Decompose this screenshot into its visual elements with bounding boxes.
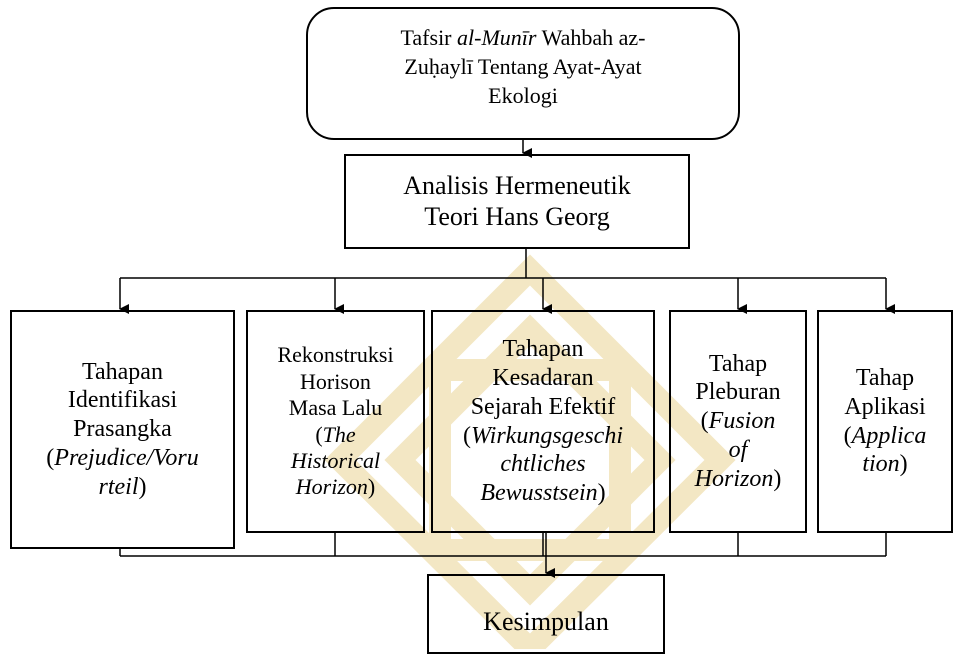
- stage-3-line: Kesadaran: [492, 364, 594, 391]
- stage-4-line: Pleburan: [695, 379, 781, 406]
- stage-1-line: Tahapan: [82, 358, 163, 385]
- stage-4-paren: (: [700, 408, 709, 435]
- stage-2-italic: The: [322, 421, 356, 447]
- source-line-1c: Wahbah az-: [536, 25, 646, 50]
- stage-1-italic: Prejudice/Voru: [54, 444, 199, 471]
- stage-3-line: Sejarah Efektif: [470, 393, 616, 420]
- stage-4-italic: Fusion: [708, 408, 776, 435]
- stage-5-line: Aplikasi: [844, 393, 926, 420]
- stage-5-line: Tahap: [855, 364, 915, 391]
- conclusion-label: Kesimpulan: [483, 607, 609, 636]
- stage-box-effective-history: Tahapan Kesadaran Sejarah Efektif (Wirku…: [431, 310, 655, 533]
- stage-1-line: Identifikasi: [67, 387, 178, 414]
- stage-1-line: Prasangka: [73, 416, 172, 443]
- stage-5-paren: (: [843, 422, 852, 449]
- analysis-line-1: Analisis Hermeneutik: [403, 171, 631, 200]
- source-line-2: Zuḥaylī Tentang Ayat-Ayat: [404, 54, 642, 80]
- stage-2-italic: Horizon: [295, 474, 368, 500]
- stage-4-italic: Horizon: [694, 465, 774, 492]
- stage-4-italic: of: [728, 436, 748, 463]
- stage-2-paren: ): [367, 474, 376, 500]
- stage-1-paren: (: [46, 444, 55, 471]
- stage-3-paren: ): [597, 480, 606, 507]
- stage-box-historical-horizon: Rekonstruksi Horison Masa Lalu (The Hist…: [246, 310, 425, 533]
- stage-5-paren: ): [899, 451, 908, 478]
- stage-3-italic: Wirkungsgeschi: [471, 422, 623, 449]
- stage-box-application: Tahap Aplikasi (Applica tion): [817, 310, 953, 533]
- stage-3-paren: (: [463, 422, 471, 449]
- source-box: Tafsir al-Munīr Wahbah az- Zuḥaylī Tenta…: [306, 7, 740, 140]
- analysis-box: Analisis Hermeneutik Teori Hans Georg: [344, 154, 690, 249]
- watermark-logo: [324, 254, 736, 649]
- stage-1-italic: rteil: [98, 473, 139, 500]
- stage-box-prejudice: Tahapan Identifikasi Prasangka (Prejudic…: [10, 310, 235, 549]
- conclusion-box: Kesimpulan: [427, 574, 665, 654]
- stage-box-fusion-of-horizon: Tahap Pleburan (Fusion of Horizon): [669, 310, 807, 533]
- stage-2-paren: (: [315, 421, 323, 447]
- source-line-3: Ekologi: [488, 83, 558, 109]
- stage-2-italic: Historical: [290, 447, 381, 473]
- stage-4-paren: ): [773, 465, 782, 492]
- stage-2-line: Rekonstruksi: [277, 342, 394, 368]
- analysis-line-2: Teori Hans Georg: [424, 202, 610, 232]
- stage-2-line: Horison: [300, 368, 371, 394]
- source-line-1a: Tafsir: [400, 25, 458, 50]
- stage-3-italic: Bewusstsein: [480, 480, 598, 507]
- stage-1-paren: ): [138, 473, 147, 500]
- source-line-1b: al-Munīr: [457, 25, 537, 50]
- stage-3-line: Tahapan: [502, 336, 584, 363]
- stage-5-italic: Applica: [851, 422, 927, 449]
- stage-2-line: Masa Lalu: [288, 395, 383, 421]
- stage-3-italic: chtliches: [500, 451, 586, 478]
- stage-5-italic: tion: [862, 451, 900, 478]
- stage-4-line: Tahap: [708, 350, 768, 377]
